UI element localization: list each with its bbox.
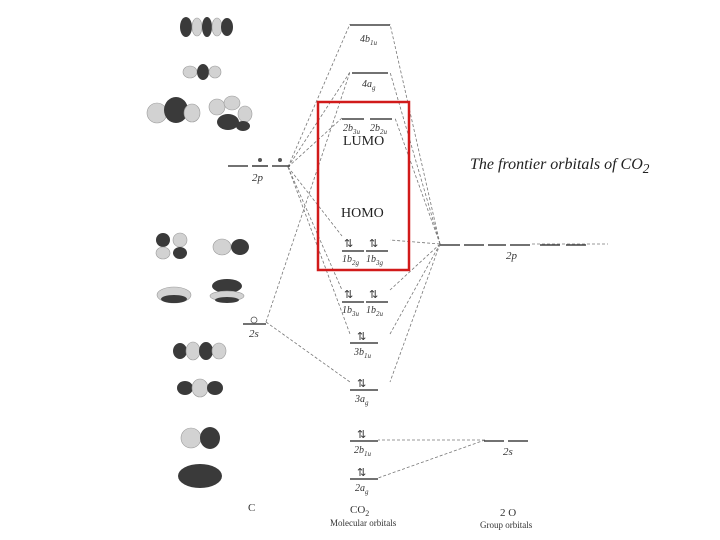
mo-electron-pair: ⇅ <box>344 238 353 250</box>
lumo-label: LUMO <box>343 134 385 149</box>
c-2p-electron <box>278 158 282 162</box>
group-orbitals-caption: Group orbitals <box>480 520 533 530</box>
o-2s-label: 2s <box>503 446 513 458</box>
mo-label-2b2u: 2b2u <box>370 123 388 136</box>
mo-levels: 4b1u 4ag 2b3u 2b2u ⇅ ⇅ 1b2g 1b3g ⇅ ⇅ 1b3… <box>342 24 392 496</box>
frontier-orbital-box <box>316 100 411 272</box>
mo-label-4b1u: 4b1u <box>360 34 378 47</box>
mo-electron-pair: ⇅ <box>357 429 366 441</box>
orbital-picture-2b2u <box>208 95 253 131</box>
mo-label-3ag: 3ag <box>354 394 369 407</box>
mo-electron-pair: ⇅ <box>369 238 378 250</box>
orbital-pictures <box>146 17 253 488</box>
orbital-picture-2b1u <box>180 427 220 449</box>
c-2s-orbital <box>250 316 258 324</box>
orbital-picture-3b1u <box>173 341 227 361</box>
orbital-picture-3ag <box>177 378 223 398</box>
c-2p-label: 2p <box>252 172 264 184</box>
homo-label: HOMO <box>341 206 384 221</box>
mo-label-3b1u: 3b1u <box>353 347 372 360</box>
orbital-picture-4b1u <box>180 17 233 37</box>
c-2p-electron <box>258 158 262 162</box>
orbital-picture-1b2g <box>155 232 188 260</box>
carbon-column-label: C <box>248 502 255 514</box>
carbon-levels: 2p 2s <box>228 158 290 340</box>
mo-electron-pair: ⇅ <box>344 289 353 301</box>
molecular-orbitals-caption: Molecular orbitals <box>330 518 397 528</box>
mo-electron-pair: ⇅ <box>357 378 366 390</box>
mo-electron-pair: ⇅ <box>369 289 378 301</box>
oxygen-levels: 2p 2s <box>440 244 586 458</box>
mo-label-1b3g: 1b3g <box>366 254 384 267</box>
orbital-picture-1b2u <box>209 279 245 303</box>
mo-label-1b2g: 1b2g <box>342 254 360 267</box>
mo-label-2ag: 2ag <box>355 483 369 496</box>
c-2s-label: 2s <box>249 328 259 340</box>
orbital-picture-2b3u <box>146 97 201 124</box>
mo-label-4ag: 4ag <box>362 79 376 92</box>
o-2p-label: 2p <box>506 250 518 262</box>
mo-label-2b3u: 2b3u <box>343 123 361 136</box>
mo-label-2b1u: 2b1u <box>354 445 372 458</box>
orbital-picture-2ag <box>178 464 222 488</box>
caption-text: The frontier orbitals of CO <box>470 156 643 173</box>
mo-electron-pair: ⇅ <box>357 467 366 479</box>
caption-subscript: 2 <box>642 161 650 177</box>
mo-electron-pair: ⇅ <box>357 331 366 343</box>
oxygen-group-label: 2 O <box>500 507 516 519</box>
orbital-picture-4ag <box>182 64 222 80</box>
mo-label-1b3u: 1b3u <box>342 305 360 318</box>
mo-label-1b2u: 1b2u <box>366 305 384 318</box>
orbital-picture-1b3g <box>212 238 249 256</box>
co2-column-label: CO2 <box>350 504 369 518</box>
orbital-picture-1b3u <box>156 286 192 304</box>
figure-caption: The frontier orbitals of CO2 <box>470 156 649 177</box>
column-captions: C CO2 Molecular orbitals 2 O Group orbit… <box>248 502 533 530</box>
